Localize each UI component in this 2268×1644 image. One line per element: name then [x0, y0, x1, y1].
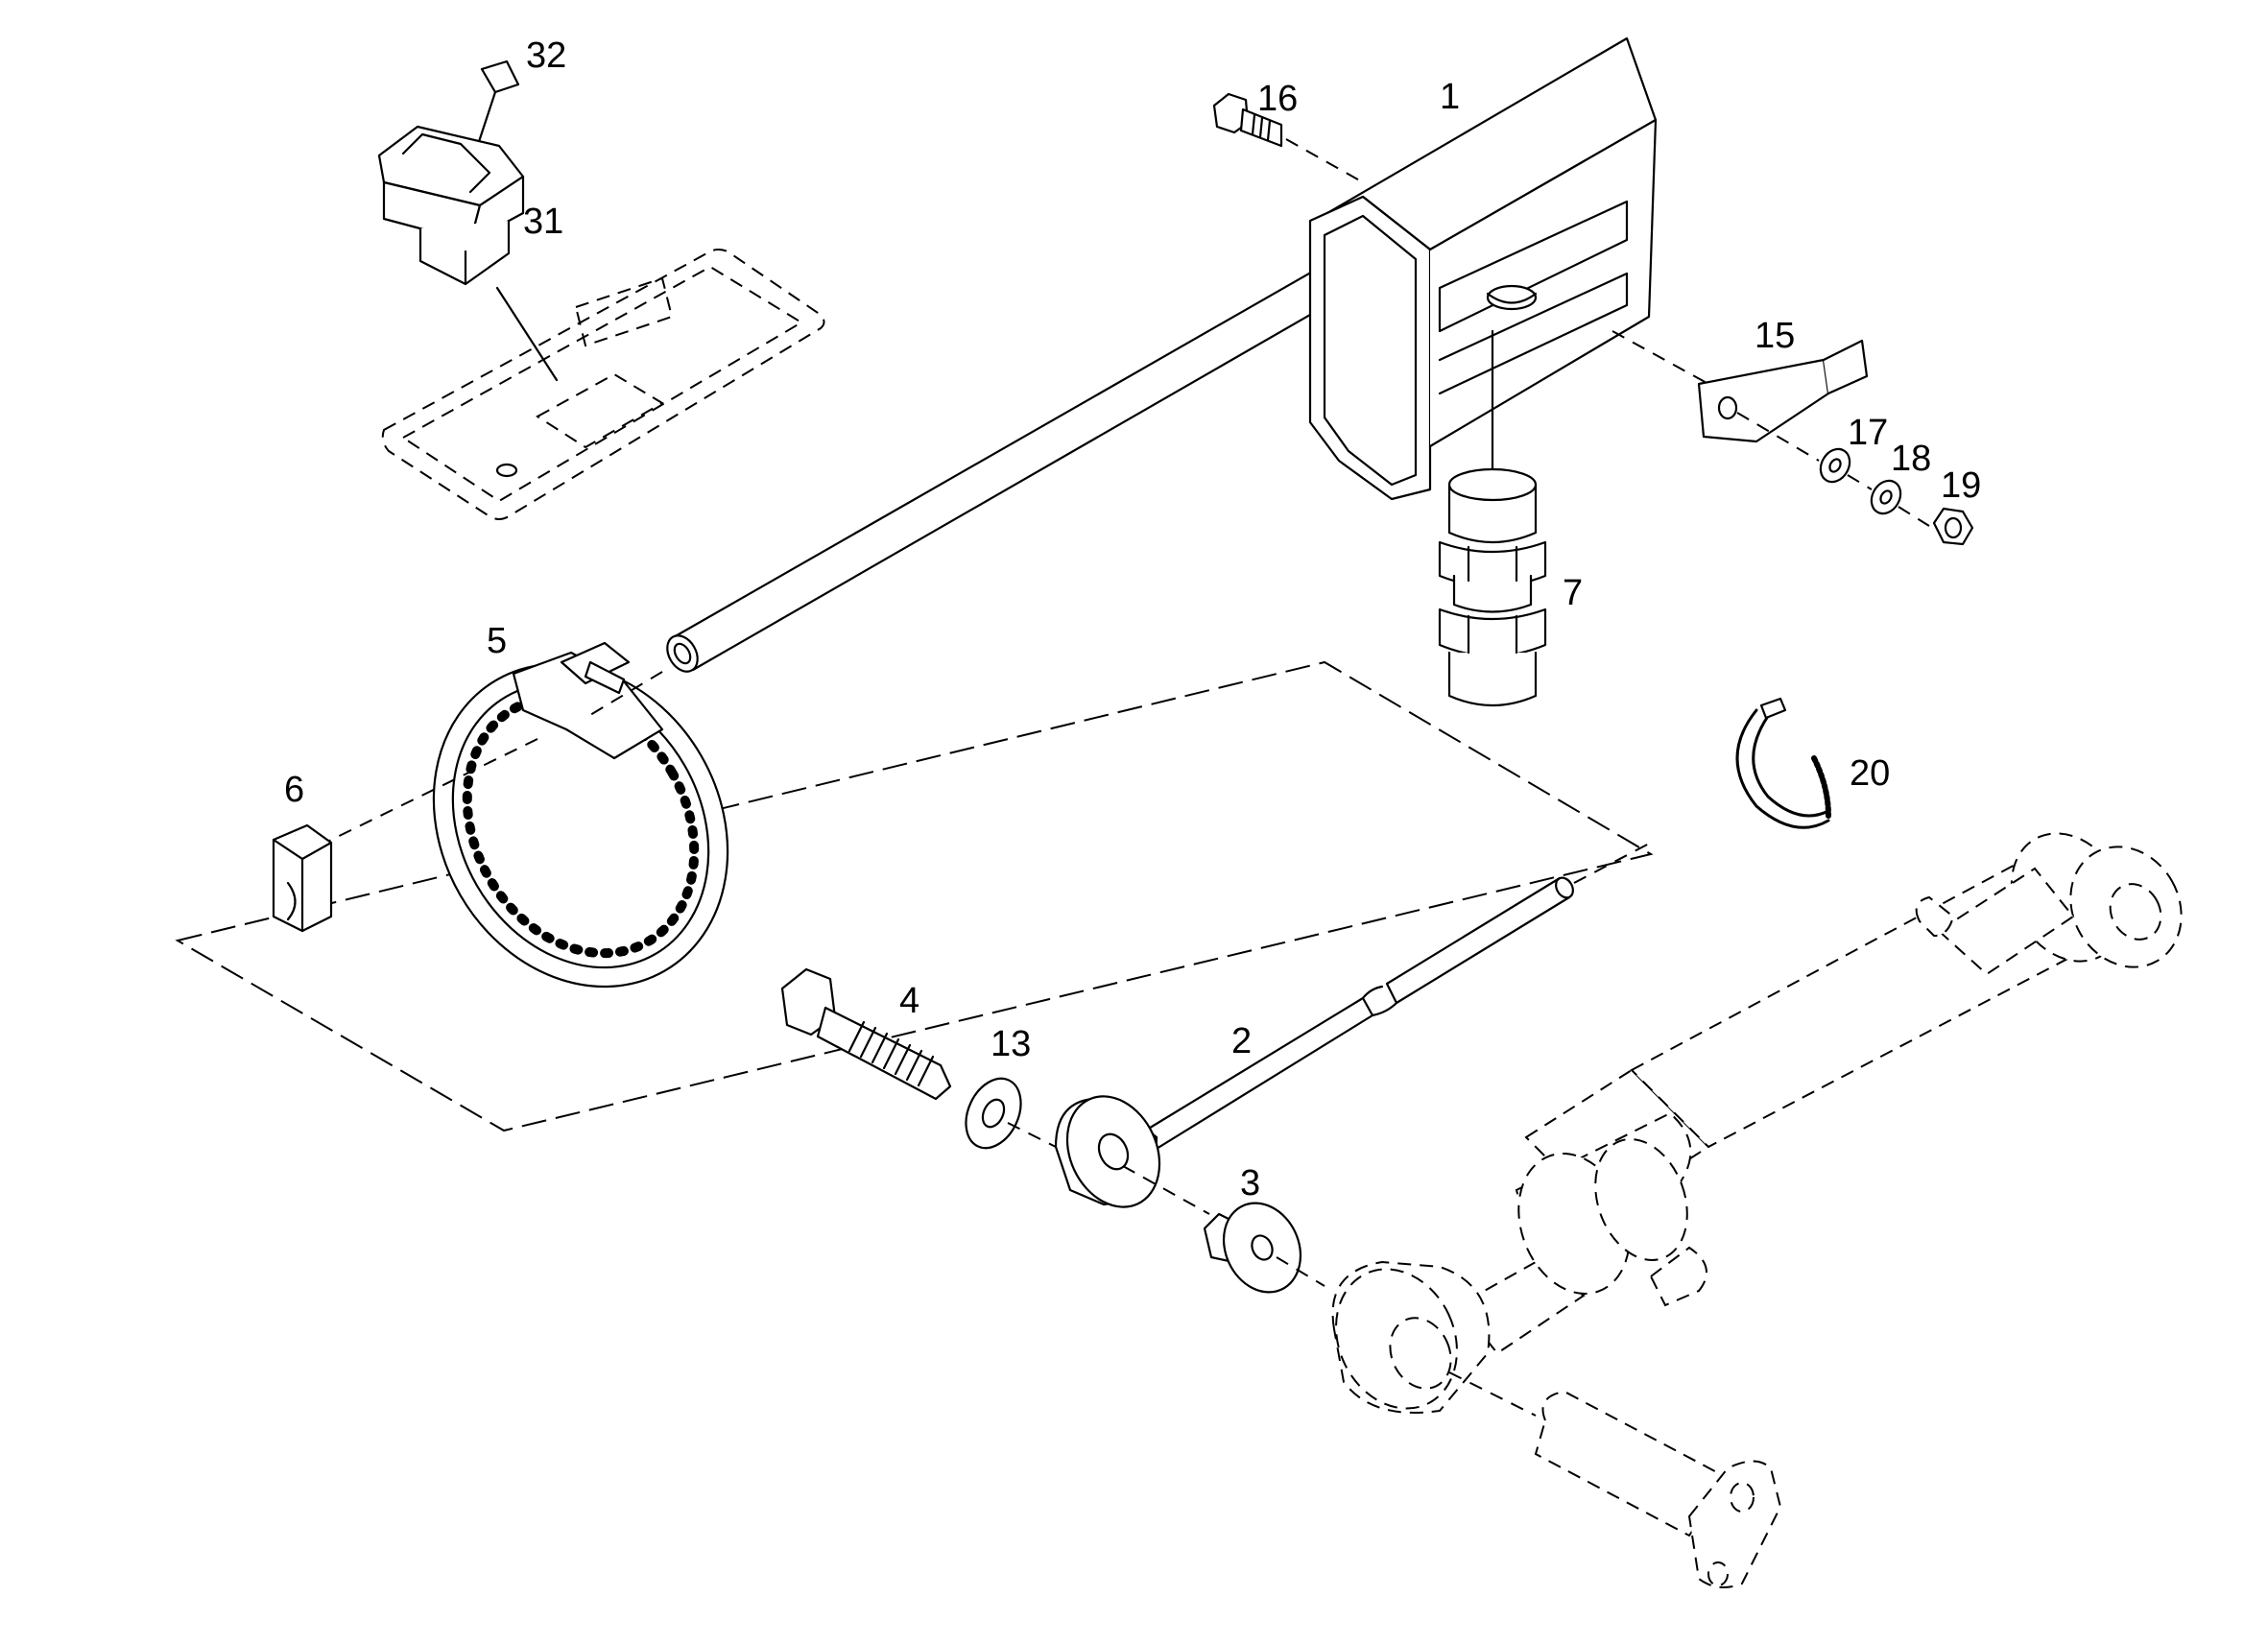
callout-6: 6 — [284, 770, 304, 810]
callout-1: 1 — [1440, 77, 1460, 117]
part-15-tab-bracket — [1611, 330, 1869, 462]
callout-20: 20 — [1850, 753, 1890, 794]
part-31-rocker-switch — [377, 125, 525, 286]
part-4-bolt — [780, 967, 952, 1101]
part-19-nut — [1932, 507, 1974, 546]
part-1-bracket — [666, 36, 1658, 673]
callout-3: 3 — [1240, 1163, 1260, 1203]
callout-7: 7 — [1563, 573, 1583, 613]
callout-2: 2 — [1231, 1021, 1252, 1061]
part-2-rod-eye — [1054, 842, 1652, 1215]
callout-5: 5 — [487, 621, 507, 661]
callout-19: 19 — [1941, 465, 1981, 506]
callout-32: 32 — [526, 36, 566, 76]
part-5-hose-clamp — [321, 641, 729, 989]
hydraulic-cylinder-reference — [1331, 832, 2183, 1588]
switch-mounting-panel — [381, 249, 825, 520]
callout-labels: 32 31 1 16 15 17 18 19 7 5 20 6 4 13 2 3 — [284, 36, 1981, 1203]
callout-17: 17 — [1848, 413, 1888, 453]
part-6-rubber-block — [272, 823, 333, 933]
part-7-fitting — [1438, 329, 1547, 707]
callout-13: 13 — [991, 1024, 1031, 1064]
callout-16: 16 — [1257, 79, 1298, 119]
part-13-washer — [965, 1077, 1057, 1150]
callout-31: 31 — [523, 202, 563, 242]
part-17-washer — [1819, 447, 1851, 484]
part-18-washer — [1870, 479, 1902, 515]
part-16-bolt — [1212, 92, 1364, 183]
part-3-bushing — [1203, 1202, 1325, 1294]
assembly-outline-frame — [175, 660, 1654, 1132]
part-20-cable-tie — [1735, 697, 1831, 829]
callout-15: 15 — [1755, 316, 1795, 356]
callout-18: 18 — [1891, 439, 1931, 479]
callout-4: 4 — [899, 981, 919, 1021]
